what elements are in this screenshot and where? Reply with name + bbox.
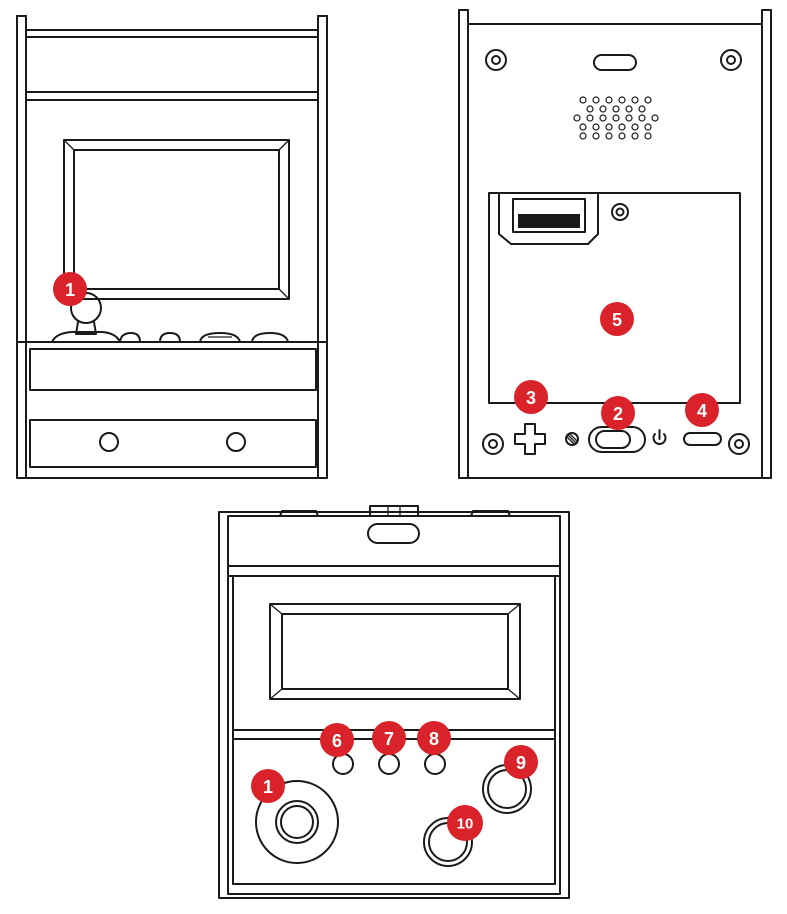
speaker-hole: [579, 123, 587, 131]
speaker-hole: [605, 132, 613, 140]
speaker-hole: [573, 114, 581, 122]
back-volume-icon: [565, 432, 579, 446]
speaker-hole: [586, 105, 594, 113]
back-battery-cover: [488, 192, 741, 404]
speaker-hole: [592, 123, 600, 131]
callout-back-battery-cover: 5: [600, 302, 634, 336]
speaker-hole: [638, 105, 646, 113]
front-screen: [63, 139, 290, 300]
speaker-hole: [605, 96, 613, 104]
speaker-hole: [579, 96, 587, 104]
top-small-button-7: [378, 753, 400, 775]
speaker-hole: [618, 123, 626, 131]
top-view: [218, 505, 570, 899]
svg-text:4: 4: [697, 401, 707, 421]
svg-text:1: 1: [263, 777, 273, 797]
svg-text:3: 3: [526, 388, 536, 408]
callout-top-button-7: 7: [372, 721, 406, 755]
callout-top-button-6: 6: [320, 723, 354, 757]
speaker-hole: [651, 114, 659, 122]
front-view: [16, 15, 328, 479]
back-hanging-slot: [593, 54, 637, 71]
speaker-hole: [612, 114, 620, 122]
callout-top-joystick: 1: [251, 769, 285, 803]
speaker-hole: [599, 114, 607, 122]
back-screw-top-right: [720, 49, 742, 71]
top-small-button-6: [332, 753, 354, 775]
callout-top-button-8: 8: [417, 721, 451, 755]
speaker-hole: [592, 132, 600, 140]
svg-text:8: 8: [429, 729, 439, 749]
back-cabinet-outline: [458, 9, 772, 479]
back-usb-port: [683, 432, 722, 446]
speaker-hole: [586, 114, 594, 122]
speaker-hole: [625, 114, 633, 122]
callout-front-joystick: 1: [53, 272, 87, 306]
speaker-hole: [612, 105, 620, 113]
front-coin-slot-left: [99, 432, 119, 452]
top-screen: [269, 603, 521, 700]
svg-text:2: 2: [613, 404, 623, 424]
svg-text:9: 9: [516, 753, 526, 773]
speaker-hole: [644, 123, 652, 131]
speaker-hole: [631, 96, 639, 104]
speaker-grille-icon: [573, 96, 659, 140]
speaker-hole: [592, 96, 600, 104]
speaker-hole: [638, 114, 646, 122]
callout-back-dpad: 3: [514, 380, 548, 414]
callouts: 1 2 3 4 5 6 7 8: [53, 272, 719, 841]
top-cabinet-outline: [218, 505, 570, 899]
speaker-hole: [644, 132, 652, 140]
front-coin-slot-right: [226, 432, 246, 452]
back-screw-bottom-left: [482, 433, 504, 455]
speaker-hole: [625, 105, 633, 113]
speaker-hole: [618, 132, 626, 140]
speaker-hole: [579, 132, 587, 140]
back-screw-top-left: [485, 49, 507, 71]
back-screw-bottom-right: [728, 433, 750, 455]
front-buttons: [119, 332, 289, 343]
back-power-switch: [588, 426, 646, 453]
speaker-hole: [631, 123, 639, 131]
top-small-button-8: [424, 753, 446, 775]
speaker-hole: [644, 96, 652, 104]
back-view: [458, 9, 772, 479]
svg-text:1: 1: [65, 280, 75, 300]
speaker-hole: [631, 132, 639, 140]
power-icon: [652, 429, 667, 445]
svg-text:5: 5: [612, 310, 622, 330]
callout-top-button-10: 10: [447, 805, 483, 841]
svg-text:7: 7: [384, 729, 394, 749]
callout-back-port: 4: [685, 393, 719, 427]
svg-text:10: 10: [457, 816, 474, 833]
svg-text:6: 6: [332, 731, 342, 751]
speaker-hole: [605, 123, 613, 131]
front-cabinet-outline: [16, 15, 328, 479]
speaker-hole: [618, 96, 626, 104]
top-joystick: [255, 780, 339, 864]
callout-top-button-9: 9: [504, 745, 538, 779]
back-dpad-icon: [514, 423, 546, 455]
speaker-hole: [599, 105, 607, 113]
callout-back-switch: 2: [601, 396, 635, 430]
